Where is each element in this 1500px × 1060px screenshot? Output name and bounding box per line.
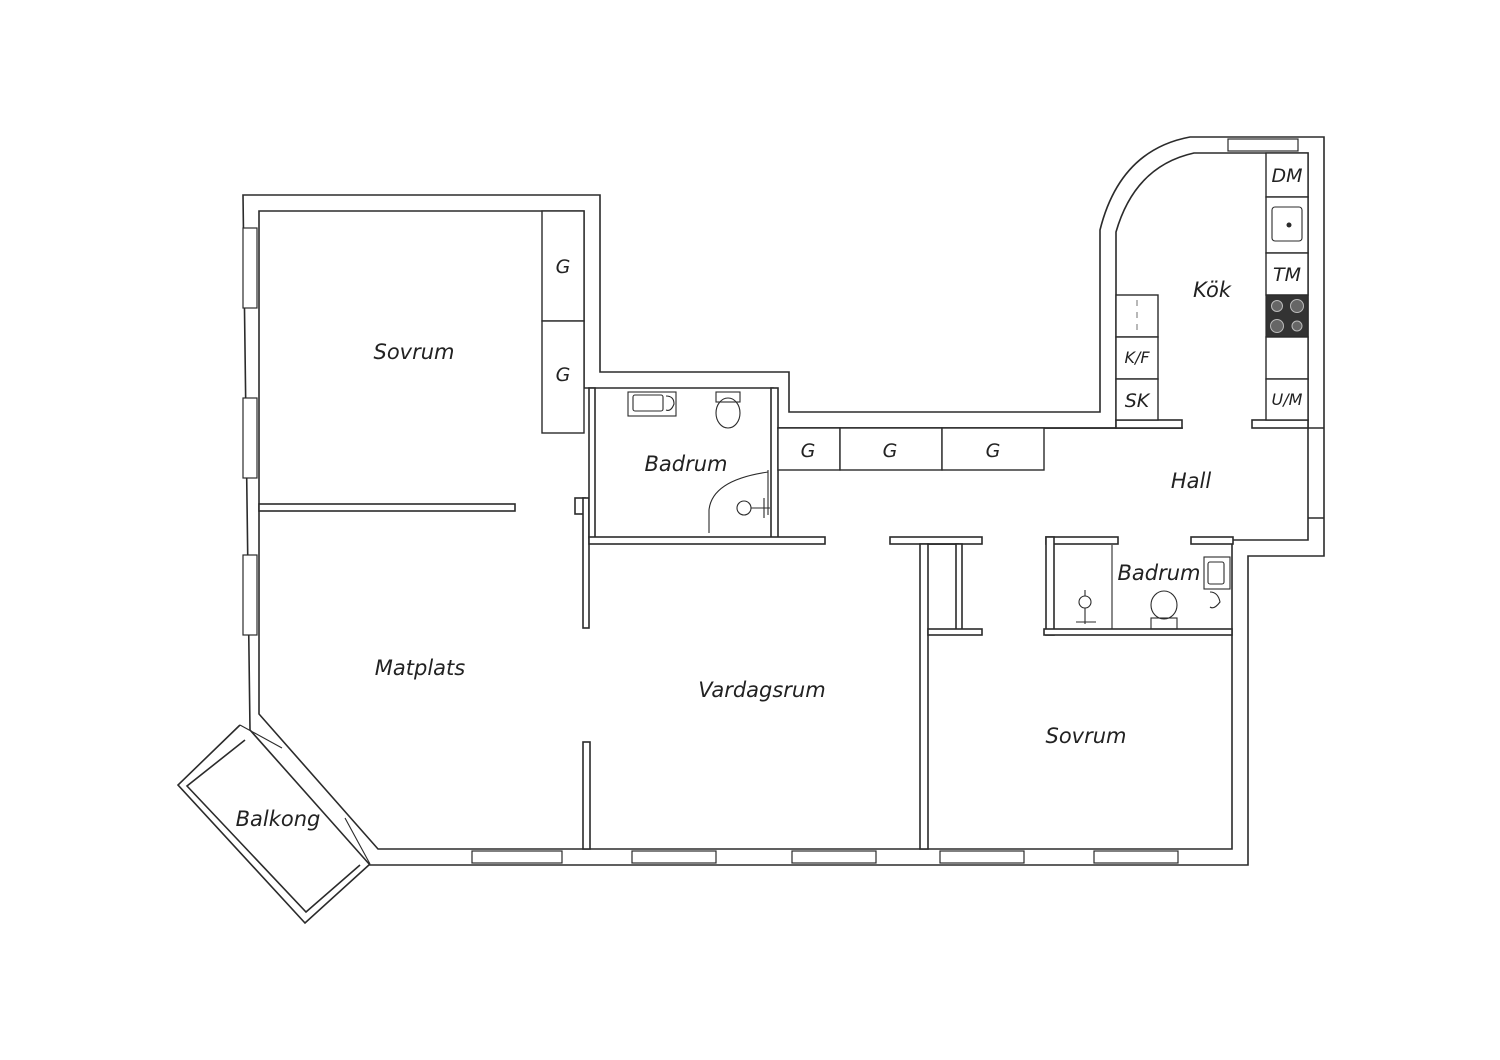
- closet-label: G: [556, 256, 571, 278]
- windows: [242, 138, 1299, 864]
- bathroom-1-fixtures: [627, 391, 770, 533]
- room-label-matplats: Matplats: [375, 656, 465, 680]
- room-label-sovrum-1: Sovrum: [373, 340, 454, 364]
- closet-label: G: [883, 440, 898, 462]
- bathroom-2-fixtures: [1076, 545, 1231, 630]
- dishwasher-label: DM: [1271, 165, 1302, 187]
- interior-walls: [258, 387, 1324, 850]
- room-label-sovrum-2: Sovrum: [1045, 724, 1126, 748]
- fixture-labels: G G G G G DM TM K/F SK U/M: [556, 165, 1303, 462]
- exterior-walls: [242, 136, 1325, 866]
- closets: [541, 210, 1045, 471]
- kitchen-fixtures: [1115, 152, 1309, 421]
- room-labels: Sovrum Matplats Balkong Badrum Vardagsru…: [236, 278, 1232, 831]
- cabinet-label: SK: [1125, 390, 1151, 412]
- closet-label: G: [556, 364, 571, 386]
- balcony: [176, 724, 371, 925]
- closet-label: G: [801, 440, 816, 462]
- room-label-balkong: Balkong: [236, 807, 321, 831]
- room-label-kok: Kök: [1193, 278, 1232, 302]
- closet-label: G: [986, 440, 1001, 462]
- room-label-vardagsrum: Vardagsrum: [698, 678, 825, 702]
- room-label-badrum-2: Badrum: [1117, 561, 1200, 585]
- room-label-badrum-1: Badrum: [644, 452, 727, 476]
- dryer-label: TM: [1273, 264, 1301, 286]
- oven-microwave-label: U/M: [1272, 390, 1303, 409]
- room-label-hall: Hall: [1171, 469, 1211, 493]
- fridge-freezer-label: K/F: [1124, 348, 1150, 367]
